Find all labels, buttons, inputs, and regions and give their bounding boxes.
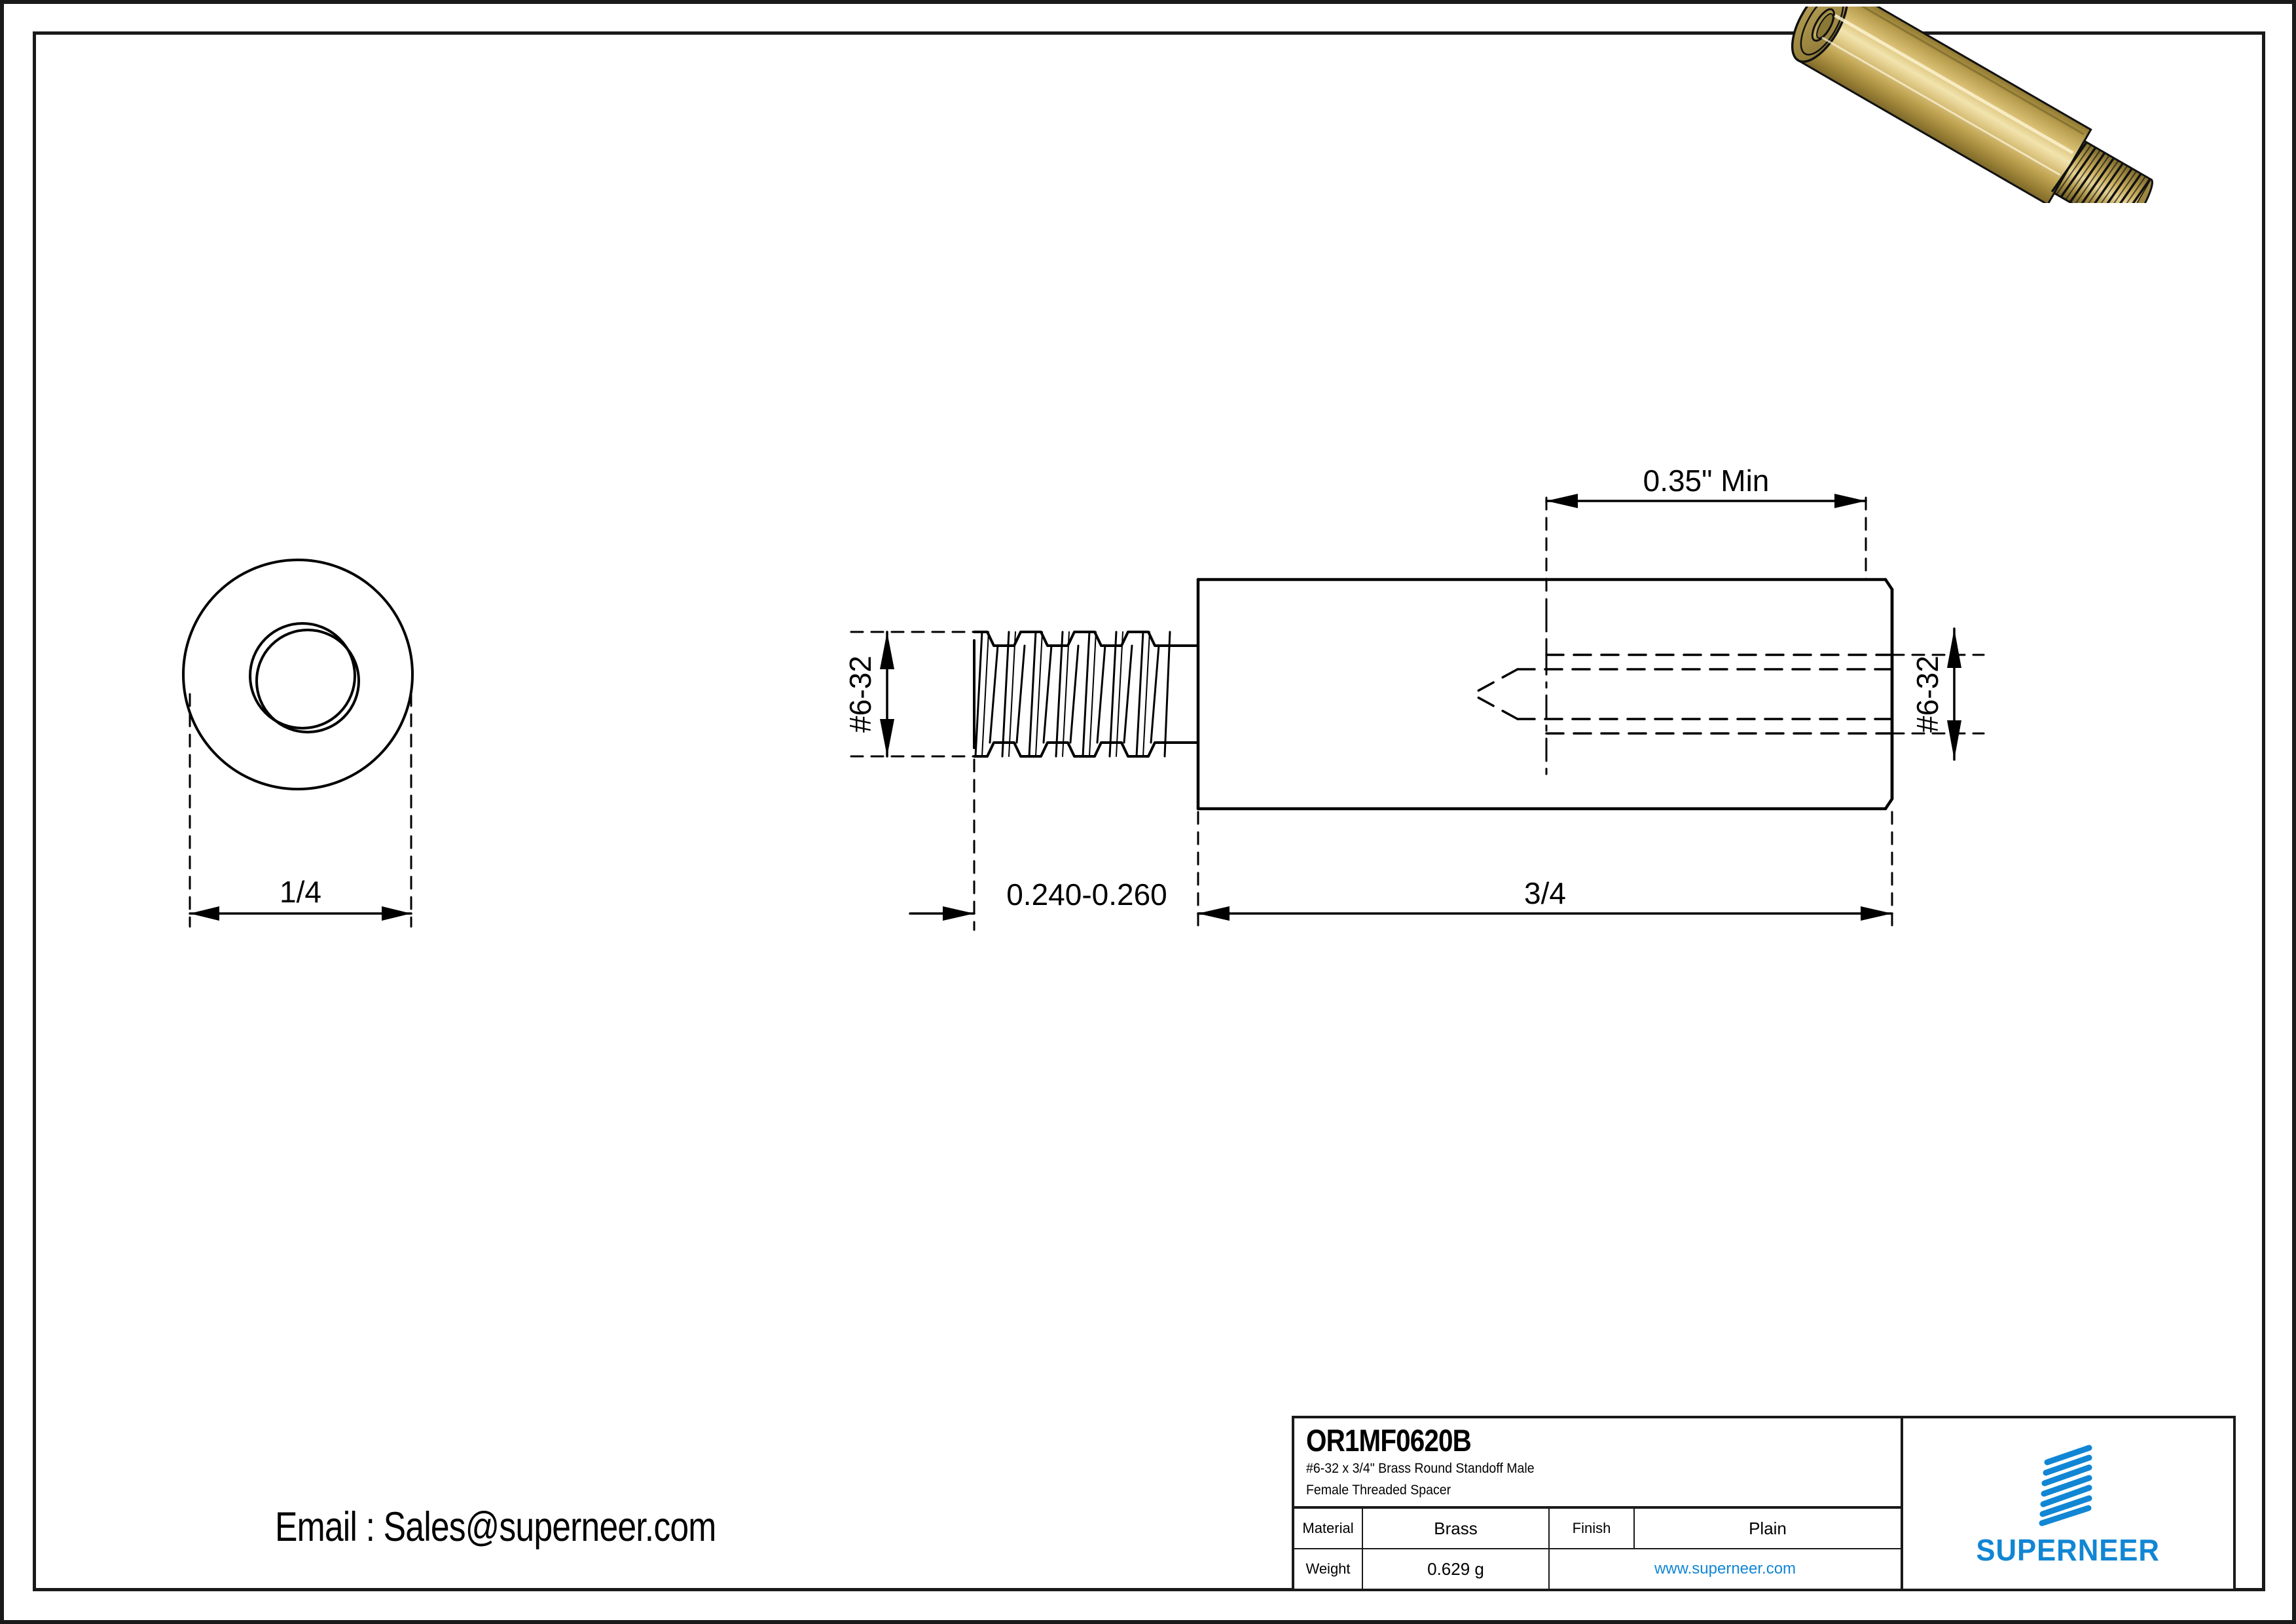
superneer-logo-icon [2039,1445,2092,1526]
weight-value: 0.629 g [1363,1549,1550,1589]
brand-logo: SUPERNEER [1903,1418,2233,1589]
finish-value: Plain [1749,1518,1787,1538]
part-number: OR1MF0620B [1306,1423,1472,1458]
title-block: OR1MF0620B #6-32 x 3/4" Brass Round Stan… [1292,1416,2236,1591]
title-block-left: OR1MF0620B #6-32 x 3/4" Brass Round Stan… [1294,1418,1903,1589]
finish-label: Finish [1550,1509,1635,1548]
website-link[interactable]: www.superneer.com [1654,1560,1796,1578]
part-description-line-2: Female Threaded Spacer [1306,1482,1451,1498]
material-value: Brass [1363,1509,1550,1548]
contact-email: Email : Sales@superneer.com [275,1504,716,1550]
isometric-part-render [1715,0,2291,233]
sheet-inner-frame [33,31,2265,1591]
material-label: Material [1294,1509,1363,1548]
part-description-line-1: #6-32 x 3/4" Brass Round Standoff Male [1306,1460,1535,1476]
weight-website-row: Weight 0.629 g www.superneer.com [1294,1549,1901,1589]
logo-wordmark: SUPERNEER [1976,1533,2160,1567]
material-finish-row: Material Brass Finish Plain [1294,1509,1901,1549]
weight-label: Weight [1294,1549,1363,1589]
title-block-description: OR1MF0620B #6-32 x 3/4" Brass Round Stan… [1294,1418,1901,1509]
